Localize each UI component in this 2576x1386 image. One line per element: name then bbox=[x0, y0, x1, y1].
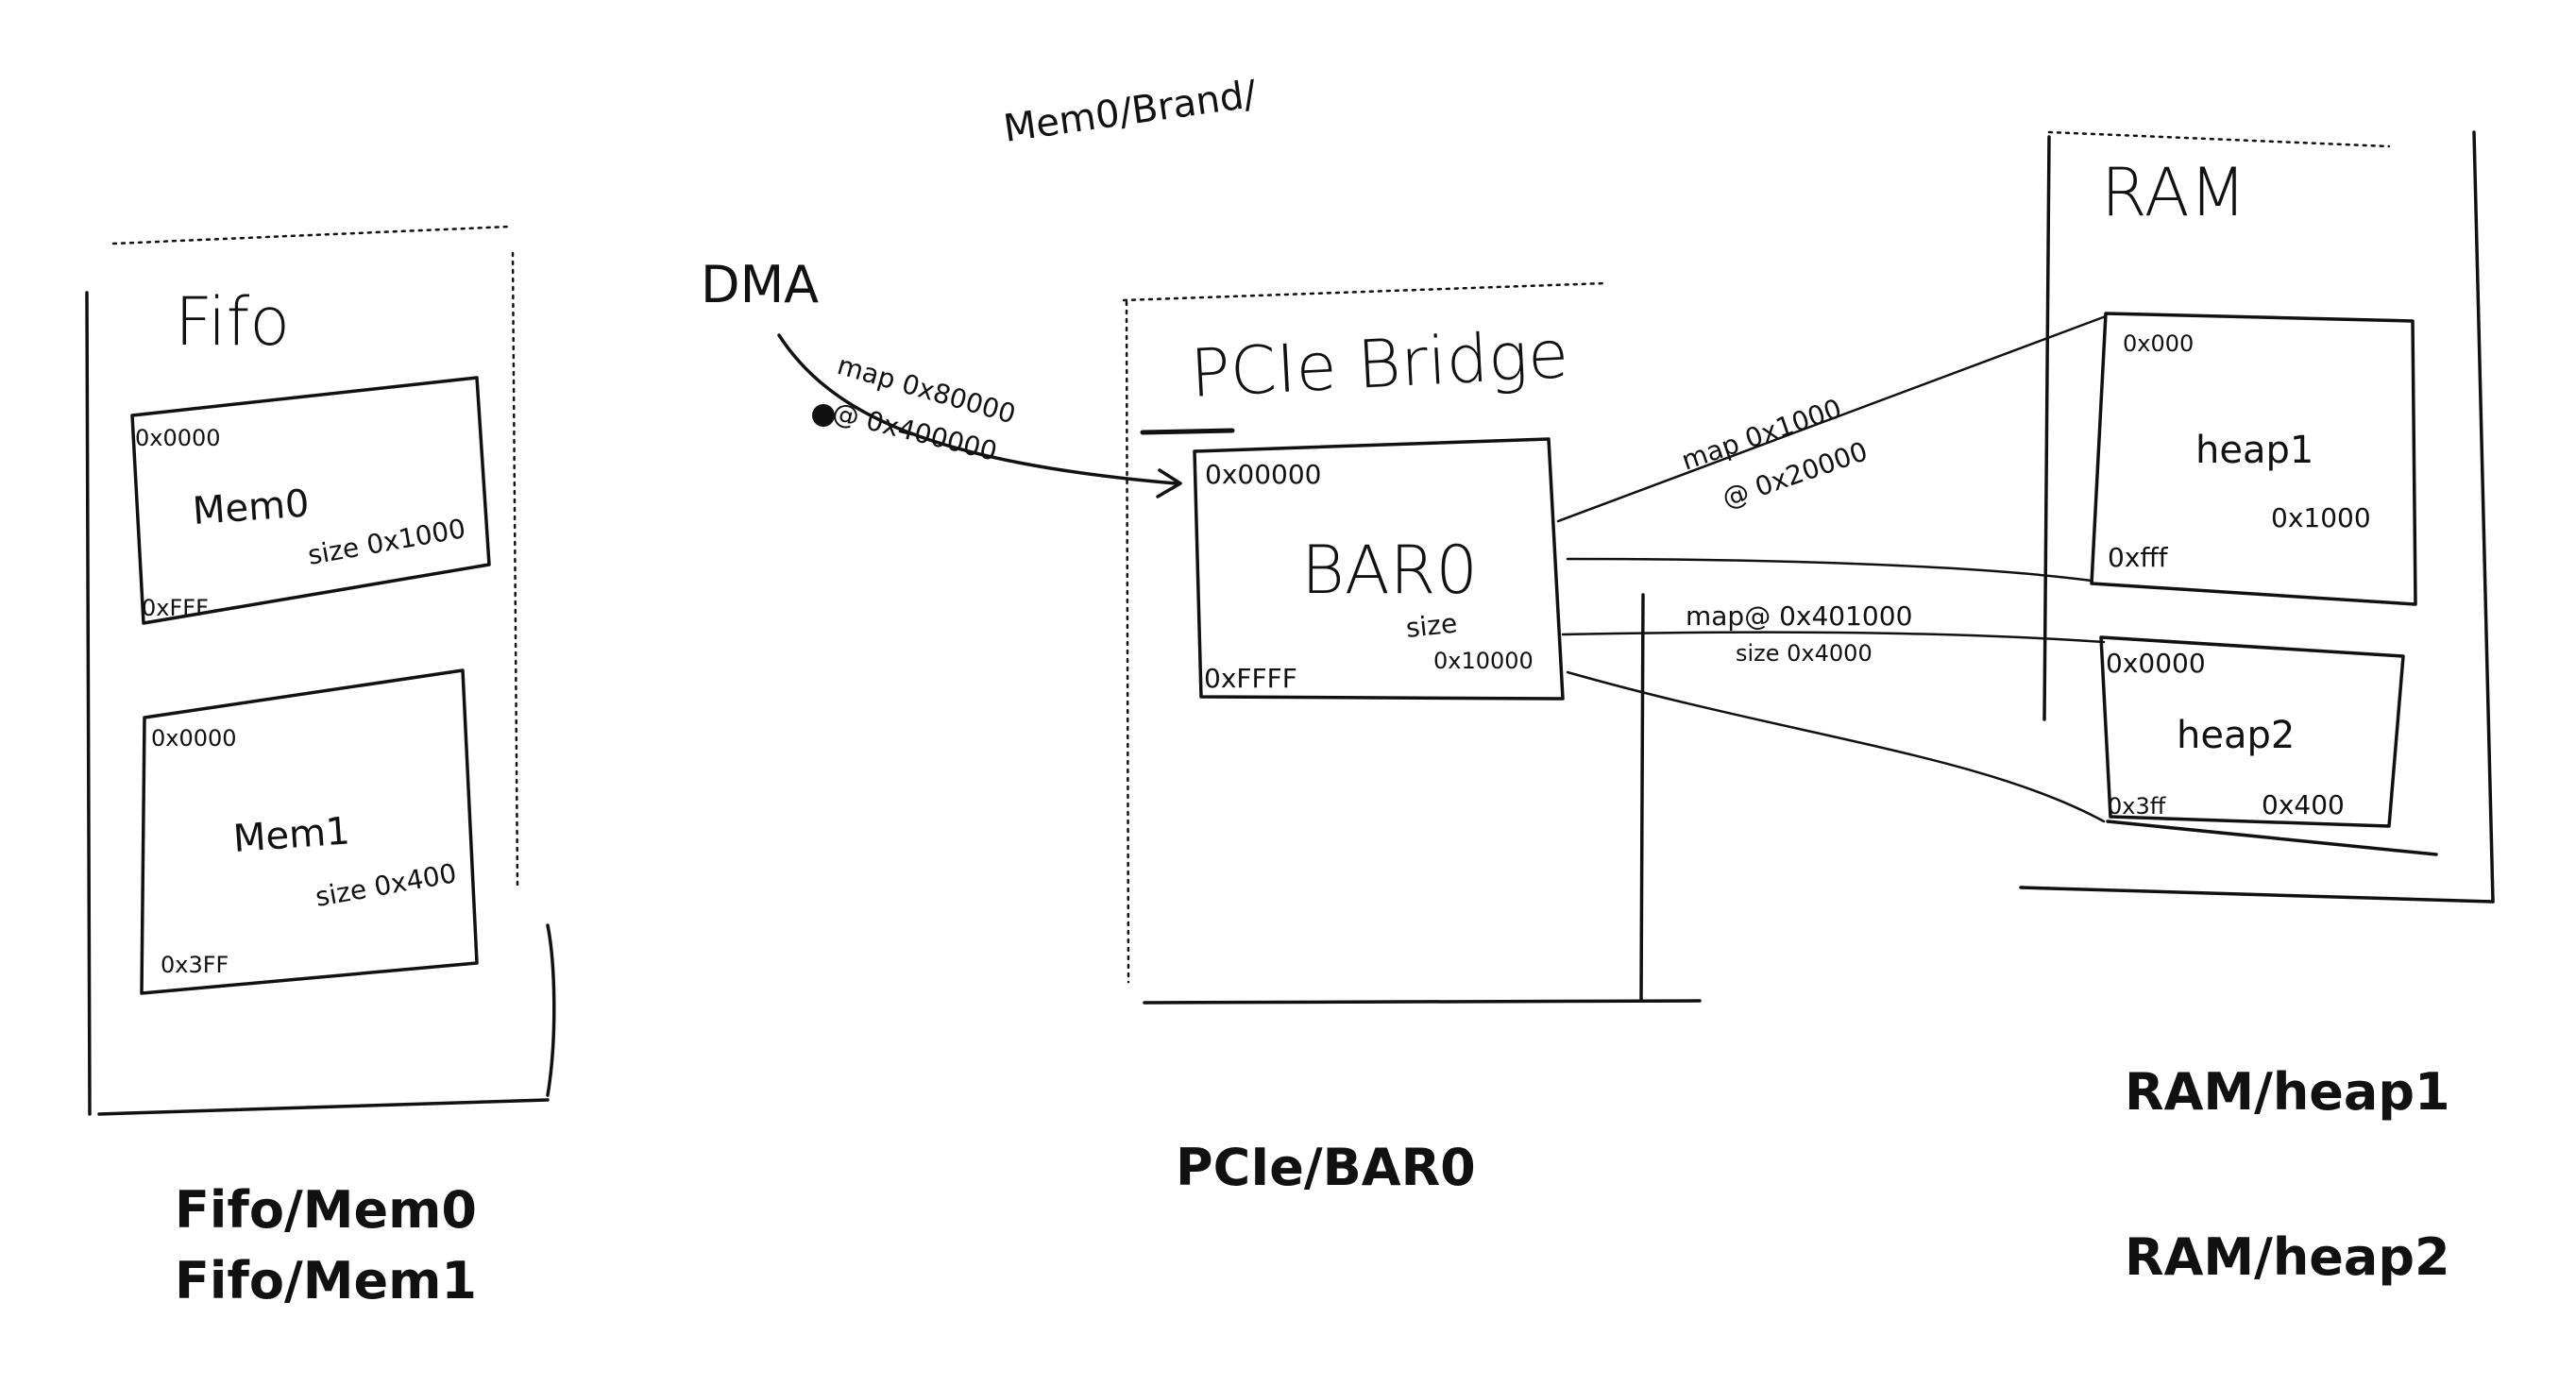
bar0-size-value: 0x10000 bbox=[1433, 648, 1534, 674]
ram-block: RAM 0x000 heap1 0x1000 0xfff 0x0000 heap… bbox=[2019, 130, 2495, 1287]
heap1-end-address: 0xfff bbox=[2108, 542, 2169, 573]
heap1-name: heap1 bbox=[2195, 429, 2313, 472]
mem0-box bbox=[130, 376, 491, 625]
heap1-box bbox=[2090, 312, 2417, 606]
dma-label: DMA bbox=[701, 255, 819, 314]
bar0-size-label: size bbox=[1404, 607, 1458, 643]
ram-path-heap1: RAM/heap1 bbox=[2125, 1062, 2450, 1122]
dma-arrow-head bbox=[1156, 468, 1182, 499]
bar0-name: BAR0 bbox=[1301, 532, 1478, 609]
ram-left-border bbox=[2042, 135, 2051, 721]
heap1-start-address: 0x000 bbox=[2123, 330, 2194, 357]
mem1-name: Mem1 bbox=[231, 809, 350, 861]
fifo-path-mem1: Fifo/Mem1 bbox=[175, 1251, 477, 1310]
heap2-start-address: 0x0000 bbox=[2106, 648, 2206, 679]
heap2-box bbox=[2099, 635, 2405, 828]
bar0-box bbox=[1193, 437, 1565, 701]
heap2-end-address: 0x3ff bbox=[2108, 793, 2166, 820]
mem0-name: Mem0 bbox=[191, 482, 310, 533]
fifo-left-border bbox=[85, 291, 92, 1116]
dma-arrow-line bbox=[777, 333, 1178, 485]
dma-ink-blot bbox=[812, 404, 835, 427]
bar0-end-address: 0xFFFF bbox=[1204, 663, 1297, 694]
fifo-title: Fifo bbox=[175, 283, 290, 361]
heap2-region: 0x0000 heap2 0x400 0x3ff bbox=[2099, 635, 2438, 856]
heap1-region: 0x000 heap1 0x1000 0xfff bbox=[2090, 312, 2417, 606]
mem1-box bbox=[140, 668, 479, 995]
heap2-map: map@ 0x401000 bbox=[1686, 600, 1912, 632]
pcie-block: PCIe Bridge 0x00000 BAR0 size 0x10000 0x… bbox=[1122, 281, 1702, 1197]
heap1-size: 0x1000 bbox=[2271, 502, 2371, 533]
ram-title: RAM bbox=[2101, 154, 2246, 231]
fifo-block: Fifo 0x0000 Mem0 size 0x1000 0xFFF 0x000… bbox=[85, 225, 556, 1310]
top-note: Mem0/Brand/ bbox=[1001, 73, 1260, 151]
fifo-bottom-border bbox=[97, 1098, 550, 1116]
dma-block: DMA map 0x80000 @ 0x400000 bbox=[701, 255, 1182, 499]
link-heap2-bottom bbox=[1566, 670, 2106, 823]
ram-right-border bbox=[2472, 130, 2495, 904]
bar0-start-address: 0x00000 bbox=[1205, 459, 1321, 490]
bar0-scribble bbox=[1140, 428, 1235, 435]
mem1-region: 0x0000 Mem1 size 0x400 0x3FF bbox=[140, 668, 479, 995]
heap2-size: size 0x4000 bbox=[1736, 640, 1873, 667]
link-heap1-bottom bbox=[1566, 557, 2093, 583]
mem0-end-address: 0xFFF bbox=[142, 595, 209, 621]
mem1-end-address: 0x3FF bbox=[161, 952, 229, 978]
pcie-path-bar0: PCIe/BAR0 bbox=[1176, 1138, 1476, 1197]
mem1-size: size 0x400 bbox=[313, 857, 458, 913]
heap2-name: heap2 bbox=[2177, 714, 2295, 757]
mem0-start-address: 0x0000 bbox=[135, 425, 221, 451]
mem1-start-address: 0x0000 bbox=[151, 725, 237, 752]
ram-bottom-border bbox=[2019, 886, 2495, 904]
fifo-right-border bbox=[546, 923, 556, 1097]
heap2-size: 0x400 bbox=[2262, 789, 2345, 820]
mem0-size: size 0x1000 bbox=[305, 513, 467, 571]
ram-path-heap2: RAM/heap2 bbox=[2125, 1227, 2450, 1287]
pcie-bottom-border bbox=[1143, 999, 1702, 1005]
pcie-right-border bbox=[1639, 593, 1645, 1001]
link-heap2-top bbox=[1561, 631, 2106, 644]
mem0-region: 0x0000 Mem0 size 0x1000 0xFFF bbox=[130, 376, 491, 625]
pcie-title: PCIe Bridge bbox=[1189, 315, 1570, 413]
fifo-path-mem0: Fifo/Mem0 bbox=[175, 1180, 477, 1240]
bar0-region: 0x00000 BAR0 size 0x10000 0xFFFF bbox=[1140, 428, 1565, 701]
link-heap1-top bbox=[1556, 314, 2108, 523]
bar-heap-links: map 0x1000 @ 0x20000 map@ 0x401000 size … bbox=[1556, 314, 2108, 823]
